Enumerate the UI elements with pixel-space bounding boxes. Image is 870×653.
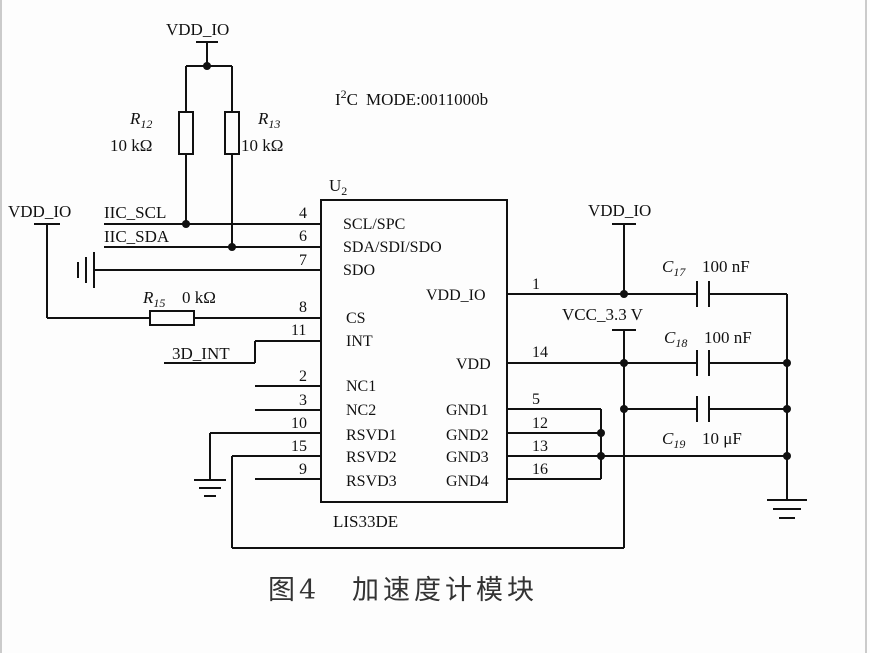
- chip-part-number: LIS33DE: [333, 512, 398, 531]
- pin-name: SDO: [343, 262, 375, 279]
- c17-value: 100 nF: [702, 257, 750, 276]
- pin-number: 15: [291, 438, 307, 455]
- pin-name: CS: [346, 310, 366, 327]
- pin-name: VDD: [456, 356, 491, 373]
- pin-number: 6: [299, 228, 307, 245]
- resistor-r12: [178, 111, 194, 155]
- r13-value: 10 kΩ: [241, 136, 283, 155]
- net-label-int: 3D_INT: [172, 344, 230, 363]
- c17-ref: C17: [662, 257, 686, 279]
- pin-name: RSVD2: [346, 449, 397, 466]
- resistor-r13: [224, 111, 240, 155]
- pin-number: 8: [299, 299, 307, 316]
- pin-name: GND4: [446, 473, 489, 490]
- pin-number: 3: [299, 392, 307, 409]
- pin-number: 16: [532, 461, 548, 478]
- pin-number: 14: [532, 344, 548, 361]
- c18-value: 100 nF: [704, 328, 752, 347]
- pin-name: INT: [346, 333, 373, 350]
- r12-ref: R12: [129, 109, 152, 131]
- net-label-vdd-io-right: VDD_IO: [588, 201, 651, 220]
- net-label-scl: IIC_SCL: [104, 203, 166, 222]
- pin-number: 5: [532, 391, 540, 408]
- junction-dot: [597, 429, 605, 437]
- chip-ref: U2: [329, 176, 347, 198]
- c19-value: 10 μF: [702, 429, 742, 448]
- pin-number: 7: [299, 252, 307, 269]
- junction-dot: [783, 405, 791, 413]
- r15-value: 0 kΩ: [182, 288, 216, 307]
- r12-value: 10 kΩ: [110, 136, 152, 155]
- chip-body: [320, 199, 508, 503]
- net-label-vdd-io-left: VDD_IO: [8, 202, 71, 221]
- net-label-sda: IIC_SDA: [104, 227, 170, 246]
- junction-dot: [783, 359, 791, 367]
- pin-number: 4: [299, 205, 307, 222]
- figure-title: 加速度计模块: [352, 575, 538, 606]
- pin-name: GND1: [446, 402, 489, 419]
- pin-name: SDA/SDI/SDO: [343, 239, 442, 256]
- pin-name: RSVD1: [346, 427, 397, 444]
- junction-dot: [597, 452, 605, 460]
- pin-name: GND3: [446, 449, 489, 466]
- pin-number: 2: [299, 368, 307, 385]
- pin-name: NC2: [346, 402, 376, 419]
- pin-name: VDD_IO: [426, 287, 486, 304]
- pin-name: NC1: [346, 378, 376, 395]
- pin-number: 10: [291, 415, 307, 432]
- pin-name: GND2: [446, 427, 489, 444]
- pin-number: 12: [532, 415, 548, 432]
- figure-number: 图4: [268, 575, 320, 606]
- r15-ref: R15: [142, 288, 165, 310]
- resistor-r15: [149, 310, 195, 326]
- pin-number: 1: [532, 276, 540, 293]
- pin-name: SCL/SPC: [343, 216, 405, 233]
- pin-number: 11: [291, 322, 306, 339]
- net-label-vdd-io-top: VDD_IO: [166, 20, 229, 39]
- pin-number: 9: [299, 461, 307, 478]
- pin-name: RSVD3: [346, 473, 397, 490]
- c19-ref: C19: [662, 429, 685, 451]
- net-label-vcc: VCC_3.3 V: [562, 305, 644, 324]
- r13-ref: R13: [257, 109, 280, 131]
- pin-number: 13: [532, 438, 548, 455]
- c18-ref: C18: [664, 328, 687, 350]
